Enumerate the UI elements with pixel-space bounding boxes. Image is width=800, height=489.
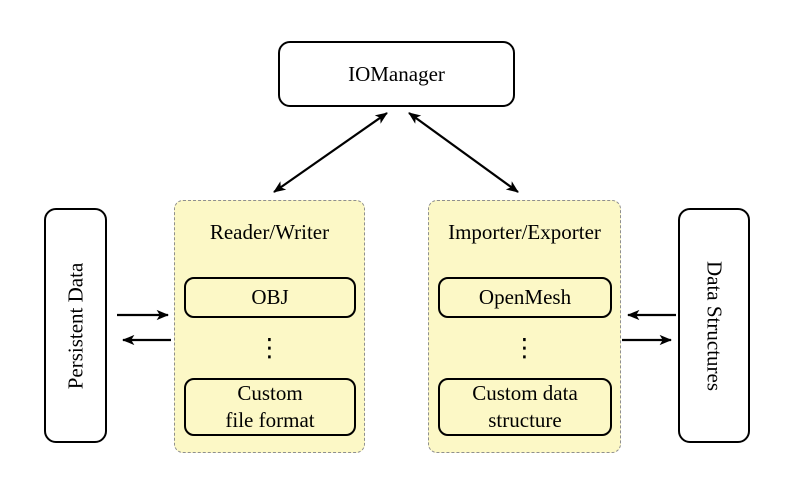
- node-iomanager: IOManager: [278, 41, 515, 107]
- vertical-text-wrap: Data Structures: [680, 210, 748, 441]
- item-obj-label: OBJ: [251, 285, 289, 309]
- group-reader-writer: Reader/Writer OBJ ⋮ Custom file format: [174, 200, 365, 453]
- vertical-ellipsis-icon: ⋮: [512, 333, 537, 362]
- group-importer-exporter: Importer/Exporter OpenMesh ⋮ Custom data…: [428, 200, 621, 453]
- group-reader-writer-title: Reader/Writer: [209, 220, 330, 244]
- iomanager-label: IOManager: [348, 61, 445, 86]
- item-obj: OBJ: [184, 277, 356, 318]
- vertical-ellipsis-icon: ⋮: [257, 333, 282, 362]
- node-persistent-data: Persistent Data: [44, 208, 107, 443]
- arrow-iomanager-reader-writer: [273, 112, 388, 193]
- data-structures-label: Data Structures: [702, 260, 727, 391]
- item-custom-data-structure: Custom data structure: [438, 378, 612, 436]
- node-data-structures: Data Structures: [678, 208, 750, 443]
- group-importer-exporter-title: Importer/Exporter: [448, 220, 601, 244]
- persistent-data-label: Persistent Data: [63, 262, 87, 389]
- vertical-text-wrap: Persistent Data: [46, 210, 105, 441]
- item-custom-file-format: Custom file format: [184, 378, 356, 436]
- arrow-iomanager-importer-exporter: [408, 112, 519, 193]
- item-openmesh-label: OpenMesh: [478, 285, 572, 309]
- item-openmesh: OpenMesh: [438, 277, 612, 318]
- item-custom-file-format-label: Custom file format: [225, 381, 315, 432]
- item-custom-data-structure-label: Custom data structure: [472, 381, 578, 432]
